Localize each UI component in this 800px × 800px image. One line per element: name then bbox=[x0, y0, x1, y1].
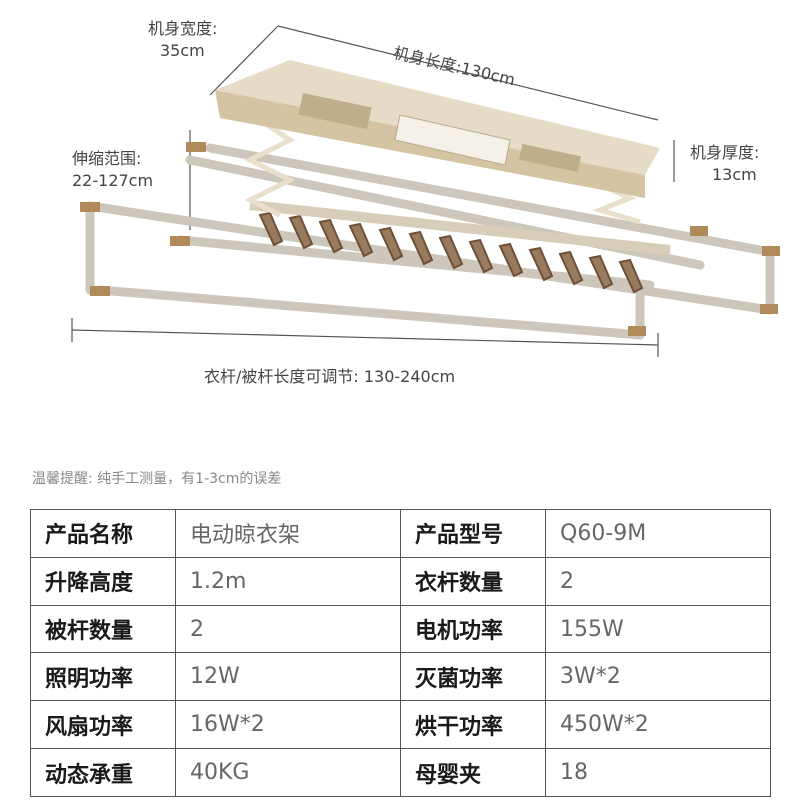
spec-value: 40KG bbox=[175, 748, 401, 797]
table-row: 风扇功率 16W*2 烘干功率 450W*2 bbox=[30, 700, 771, 750]
spec-key: 动态承重 bbox=[30, 748, 176, 797]
table-row: 被杆数量 2 电机功率 155W bbox=[30, 604, 771, 654]
spec-value: 3W*2 bbox=[545, 652, 771, 702]
clip-row bbox=[258, 211, 644, 294]
spec-key: 烘干功率 bbox=[400, 700, 546, 750]
spec-value: 1.2m bbox=[175, 556, 401, 606]
spec-value: 12W bbox=[175, 652, 401, 702]
spec-key: 风扇功率 bbox=[30, 700, 176, 750]
main-body bbox=[215, 60, 660, 198]
spec-value: 450W*2 bbox=[545, 700, 771, 750]
spec-value: 电动晾衣架 bbox=[175, 509, 401, 558]
body-width-label: 机身宽度: 35cm bbox=[148, 19, 218, 60]
spec-key: 照明功率 bbox=[30, 652, 176, 702]
clothes-rack-illustration bbox=[71, 25, 780, 357]
dimension-lines bbox=[71, 25, 675, 357]
clip-rail bbox=[249, 200, 671, 255]
spec-table: 产品名称 电动晾衣架 产品型号 Q60-9M 升降高度 1.2m 衣杆数量 2 … bbox=[30, 509, 771, 797]
rod-length-label: 衣杆/被杆长度可调节: 130-240cm bbox=[204, 367, 456, 386]
spec-value: 16W*2 bbox=[175, 700, 401, 750]
spec-value: 2 bbox=[175, 604, 401, 654]
spec-key: 电机功率 bbox=[400, 604, 546, 654]
spec-key: 升降高度 bbox=[30, 556, 176, 606]
body-thickness-label: 机身厚度: 13cm bbox=[690, 143, 760, 184]
spec-key: 衣杆数量 bbox=[400, 556, 546, 606]
rod-caps bbox=[80, 142, 780, 336]
spec-key: 被杆数量 bbox=[30, 604, 176, 654]
spec-value: 2 bbox=[545, 556, 771, 606]
table-row: 照明功率 12W 灭菌功率 3W*2 bbox=[30, 652, 771, 702]
measurement-note: 温馨提醒: 纯手工测量，有1-3cm的误差 bbox=[32, 471, 282, 487]
telescopic-range-label: 伸缩范围: 22-127cm bbox=[72, 149, 154, 190]
table-row: 升降高度 1.2m 衣杆数量 2 bbox=[30, 556, 771, 606]
table-row: 产品名称 电动晾衣架 产品型号 Q60-9M bbox=[30, 509, 771, 558]
rods bbox=[85, 143, 775, 340]
spec-value: Q60-9M bbox=[545, 509, 771, 558]
product-diagram: 机身宽度: 35cm 机身长度:130cm 伸缩范围: 22-127cm 机身厚… bbox=[71, 19, 780, 386]
spec-key: 产品名称 bbox=[30, 509, 176, 558]
spec-key: 灭菌功率 bbox=[400, 652, 546, 702]
spec-value: 18 bbox=[545, 748, 771, 797]
spec-value: 155W bbox=[545, 604, 771, 654]
spec-table-body: 产品名称 电动晾衣架 产品型号 Q60-9M 升降高度 1.2m 衣杆数量 2 … bbox=[30, 509, 771, 797]
spec-key: 母婴夹 bbox=[400, 748, 546, 797]
table-row: 动态承重 40KG 母婴夹 18 bbox=[30, 748, 771, 797]
spec-key: 产品型号 bbox=[400, 509, 546, 558]
